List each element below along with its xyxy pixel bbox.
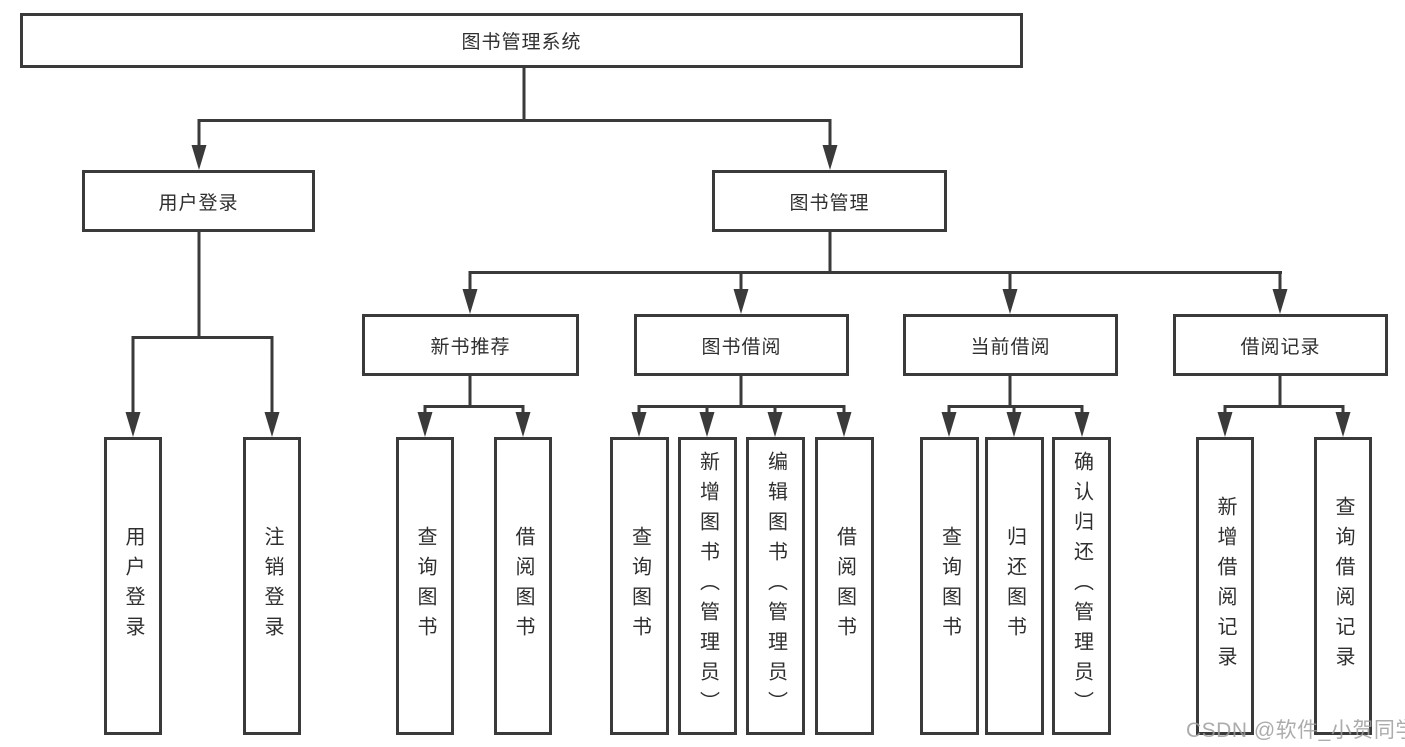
node-leaf-logout: 注销登录	[243, 437, 301, 735]
leaf-label: 用户登录	[122, 526, 144, 646]
node-leaf-return-book: 归还图书	[985, 437, 1044, 735]
leaf-label: 查询图书	[414, 526, 436, 646]
leaf-label: 编辑图书（管理员）	[764, 451, 787, 721]
node-borrowing-records: 借阅记录	[1173, 314, 1388, 376]
node-leaf-query-books-2: 查询图书	[610, 437, 669, 735]
node-current-borrowing: 当前借阅	[903, 314, 1118, 376]
node-leaf-add-borrow-record: 新增借阅记录	[1196, 437, 1254, 735]
csdn-watermark: CSDN @软件_小贺同学	[1186, 719, 1405, 742]
node-book-borrowing: 图书借阅	[634, 314, 849, 376]
node-leaf-query-borrow-record: 查询借阅记录	[1314, 437, 1372, 735]
node-new-book-recommend: 新书推荐	[362, 314, 579, 376]
node-leaf-borrow-books-1: 借阅图书	[494, 437, 552, 735]
node-leaf-confirm-return-admin: 确认归还（管理员）	[1052, 437, 1111, 735]
leaf-label: 归还图书	[1003, 526, 1026, 646]
node-leaf-edit-book-admin: 编辑图书（管理员）	[746, 437, 805, 735]
leaf-label: 查询图书	[938, 526, 961, 646]
node-leaf-user-login: 用户登录	[104, 437, 162, 735]
leaf-label: 借阅图书	[833, 526, 856, 646]
leaf-label: 借阅图书	[512, 526, 534, 646]
leaf-label: 确认归还（管理员）	[1070, 451, 1093, 721]
leaf-label: 查询借阅记录	[1332, 496, 1354, 676]
leaf-label: 查询图书	[628, 526, 651, 646]
leaf-label: 注销登录	[261, 526, 283, 646]
node-leaf-borrow-books-2: 借阅图书	[815, 437, 874, 735]
node-user-login: 用户登录	[82, 170, 315, 232]
leaf-label: 新增借阅记录	[1214, 496, 1236, 676]
node-leaf-add-book-admin: 新增图书（管理员）	[678, 437, 737, 735]
leaf-label: 新增图书（管理员）	[696, 451, 719, 721]
node-leaf-query-books-1: 查询图书	[396, 437, 454, 735]
node-leaf-query-books-3: 查询图书	[920, 437, 979, 735]
node-book-management: 图书管理	[712, 170, 947, 232]
node-system-root: 图书管理系统	[20, 13, 1023, 68]
